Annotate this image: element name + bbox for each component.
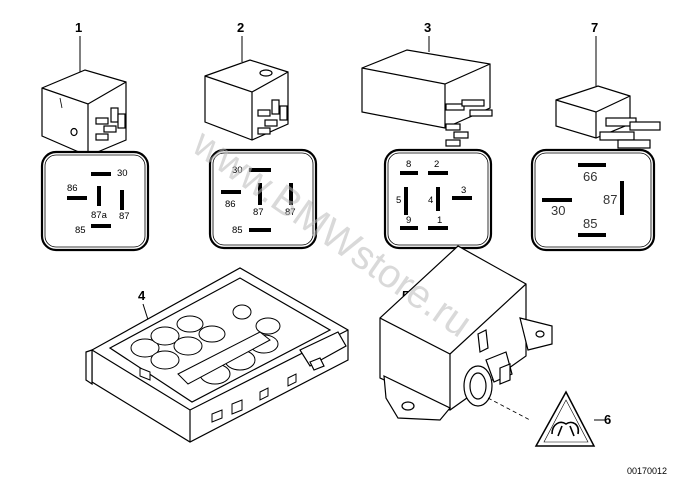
control-unit-body [379, 245, 553, 421]
pin-label-3: 3 [461, 185, 466, 196]
relay-1-body [41, 69, 127, 157]
pin-label-87: 87 [603, 192, 617, 207]
relay-3: 3 8 2 5 4 3 9 [361, 20, 493, 250]
item-number-6: 6 [604, 412, 611, 427]
control-unit-5: 5 [379, 245, 553, 421]
pin-label-87: 87 [285, 207, 296, 218]
pin-label-30: 30 [232, 165, 243, 176]
pin-label-87: 87 [119, 211, 130, 222]
cable-symbol-icon [551, 421, 580, 437]
pin-label-30: 30 [117, 168, 128, 179]
pin-label-85: 85 [583, 216, 597, 231]
item-number-2: 2 [237, 20, 244, 35]
pin-label-8: 8 [406, 159, 411, 170]
relay-2: 2 30 86 87 87 85 [204, 20, 318, 250]
pin-diagram-1: 30 86 87a 87 85 [40, 150, 150, 252]
pin-label-87a: 87a [91, 210, 108, 221]
pin-label-87: 87 [253, 207, 264, 218]
pin-label-86: 86 [67, 183, 78, 194]
pin-label-4: 4 [428, 195, 433, 206]
diagram-code: 00170012 [627, 466, 667, 476]
relay-1: 1 30 86 87a 87 85 [40, 20, 150, 252]
dashed-leader [487, 397, 531, 421]
carrier-sockets [130, 304, 297, 423]
pin-diagram-7: 66 30 87 85 [530, 148, 656, 252]
relay-7-body [555, 85, 661, 149]
pin-label-1: 1 [437, 215, 442, 226]
relay-2-body [204, 59, 289, 141]
relay-carrier-4: 4 [85, 267, 349, 443]
pin-label-2: 2 [434, 159, 439, 170]
pin-label-30: 30 [551, 203, 565, 218]
pin-label-66: 66 [583, 169, 597, 184]
item-number-7: 7 [591, 20, 598, 35]
item-number-3: 3 [424, 20, 431, 35]
pin-diagram-3: 8 2 5 4 3 9 1 [383, 148, 493, 250]
relay-7: 7 66 30 87 85 [530, 20, 661, 252]
pin-label-85: 85 [75, 225, 86, 236]
pin-label-85: 85 [232, 225, 243, 236]
pin-label-5: 5 [396, 195, 401, 206]
pin-label-86: 86 [225, 199, 236, 210]
relay-3-body [361, 49, 493, 147]
item-number-4: 4 [138, 288, 146, 303]
pin-label-9: 9 [406, 215, 411, 226]
item-number-1: 1 [75, 20, 82, 35]
warning-triangle-icon [534, 390, 596, 447]
pin-diagram-2: 30 86 87 87 85 [208, 148, 318, 250]
warning-label-6: 6 [534, 390, 611, 447]
